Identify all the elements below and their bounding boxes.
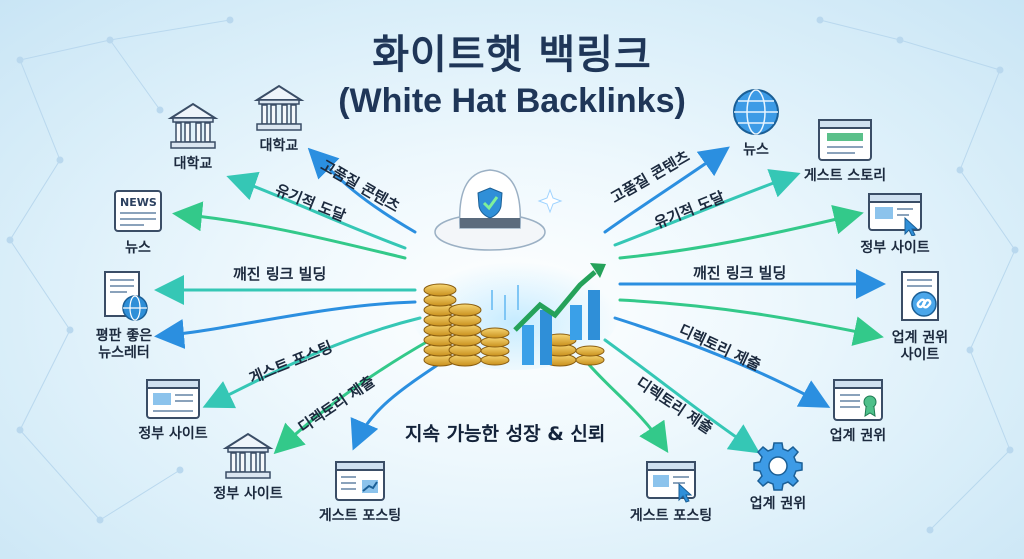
node-gov-site-bottom: 정부 사이트 <box>198 430 298 503</box>
arrow-left-3 <box>172 201 407 260</box>
globe-icon <box>733 89 779 135</box>
arrow-label-right-3: 깨진 링크 빌딩 <box>693 264 787 282</box>
page-subtitle: (White Hat Backlinks) <box>338 82 686 120</box>
arrow-left-7 <box>273 338 432 455</box>
node-news-right: 뉴스 <box>726 86 786 159</box>
university-icon <box>253 84 305 131</box>
node-label: 정부 사이트 <box>860 240 930 256</box>
browser-cursor-icon <box>646 461 696 503</box>
arrow-right-5 <box>618 298 884 346</box>
node-newsletter: 평판 좋은 뉴스레터 <box>84 270 164 362</box>
node-industry: 업계 권위 <box>808 378 908 445</box>
arrow-left-1 <box>307 147 417 234</box>
node-industry-gear: 업계 권위 <box>728 440 828 513</box>
arrow-label-left-3: 깨진 링크 빌딩 <box>233 265 327 283</box>
newsletter-icon <box>104 271 148 321</box>
arrow-right-7 <box>603 338 760 454</box>
news-badge: NEWS <box>120 196 157 209</box>
link-document-icon <box>901 271 939 321</box>
node-label: 뉴스 <box>743 142 769 158</box>
node-label: 정부 사이트 <box>138 426 208 442</box>
node-label: 게스트 포스팅 <box>318 508 402 524</box>
gear-icon <box>753 442 803 491</box>
university-icon <box>167 102 219 149</box>
browser-chart-icon <box>335 461 385 501</box>
node-news-left: NEWS 뉴스 <box>108 188 168 257</box>
node-label: 평판 좋은 뉴스레터 <box>95 328 153 361</box>
arrow-left-5 <box>154 300 417 349</box>
arrow-right-6 <box>613 316 831 408</box>
node-label: 업계 권위 사이트 <box>891 330 949 363</box>
node-label: 게스트 스토리 <box>803 168 887 184</box>
arrow-right-3 <box>618 204 864 260</box>
node-label: 대학교 <box>259 138 299 154</box>
node-guest-post-bottom-left: 게스트 포스팅 <box>305 460 415 525</box>
node-label: 업계 권위 <box>829 428 887 444</box>
node-label: 대학교 <box>173 156 213 172</box>
arrow-right-2 <box>613 169 801 247</box>
node-gov-site-right: 정부 사이트 <box>845 192 945 257</box>
page-title: 화이트햇 백링크 <box>372 32 652 78</box>
browser-cursor-icon <box>868 193 922 236</box>
node-label: 뉴스 <box>125 240 151 256</box>
node-label: 업계 권위 <box>749 496 807 512</box>
browser-window-icon <box>818 119 872 161</box>
white-hat-icon <box>410 169 620 370</box>
newspaper-icon: NEWS <box>114 190 162 232</box>
government-building-icon <box>222 432 274 479</box>
arrow-left-6 <box>202 316 422 409</box>
node-industry-sites: 업계 권위 사이트 <box>870 270 970 364</box>
center-illustration <box>410 160 620 380</box>
arrow-right-8 <box>583 358 669 454</box>
browser-badge-icon <box>833 379 883 421</box>
arrow-right-1 <box>603 146 730 234</box>
browser-window-icon <box>146 379 200 419</box>
arrow-left-8 <box>350 358 447 451</box>
node-label: 게스트 포스팅 <box>629 508 713 524</box>
node-university-mid: 대학교 <box>158 100 228 173</box>
node-guest-post-bottom-right: 게스트 포스팅 <box>616 460 726 525</box>
node-gov-site-left: 정부 사이트 <box>128 378 218 443</box>
node-label: 정부 사이트 <box>213 486 283 502</box>
node-guest-story: 게스트 스토리 <box>790 118 900 185</box>
center-caption: 지속 가능한 성장 & 신뢰 <box>405 423 606 445</box>
arrow-left-2 <box>226 171 407 250</box>
node-university-top: 대학교 <box>244 82 314 155</box>
